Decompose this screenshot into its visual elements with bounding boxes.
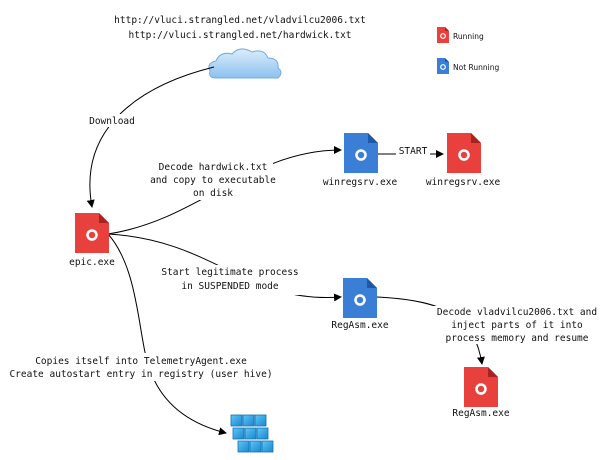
winregsrv-running-icon <box>447 133 481 173</box>
download-edge <box>86 66 215 208</box>
decode-hardwick-label-line2: and copy to executable <box>150 175 276 186</box>
download-label: Download <box>89 116 135 127</box>
decode-hardwick-label-line1: Decode hardwick.txt <box>159 162 268 173</box>
winregsrv-not-running-label: winregsrv.exe <box>323 177 398 188</box>
decode-vlad-label-line3: process memory and resume <box>446 333 589 344</box>
regasm-running-icon <box>464 367 498 407</box>
legend: Running Not Running <box>437 27 499 74</box>
winregsrv-not-running-icon <box>344 133 378 173</box>
decode-hardwick-label-line3: on disk <box>193 188 233 199</box>
epic-file-icon <box>75 213 109 253</box>
regasm-not-running-icon <box>343 278 377 318</box>
legend-running-icon <box>437 27 449 43</box>
autostart-edge <box>107 233 227 436</box>
winregsrv-running-label: winregsrv.exe <box>426 177 501 188</box>
regasm-not-running-label: RegAsm.exe <box>331 320 388 331</box>
legend-not-running-icon <box>437 58 449 74</box>
epic-label: epic.exe <box>69 257 115 268</box>
legend-not-running-label: Not Running <box>453 63 499 72</box>
start-legitimate-label-line2: in SUSPENDED mode <box>181 281 279 292</box>
copy-autostart-label-line1: Copies itself into TelemetryAgent.exe <box>35 356 247 367</box>
decode-vlad-label-line2: inject parts of it into <box>451 320 583 331</box>
url-hardwick: http://vluci.strangled.net/hardwick.txt <box>128 30 351 41</box>
url-vladvilcu2006: http://vluci.strangled.net/vladvilcu2006… <box>114 15 366 26</box>
copy-autostart-label-line2: Create autostart entry in registry (user… <box>9 369 272 380</box>
legend-running-label: Running <box>453 32 484 41</box>
decode-vlad-label-line1: Decode vladvilcu2006.txt and <box>437 307 597 318</box>
registry-cubes-icon <box>230 414 274 453</box>
start-label: START <box>399 146 428 157</box>
regasm-running-label: RegAsm.exe <box>452 408 509 419</box>
start-legitimate-label-line1: Start legitimate process <box>161 267 298 278</box>
cloud-icon <box>208 48 282 79</box>
